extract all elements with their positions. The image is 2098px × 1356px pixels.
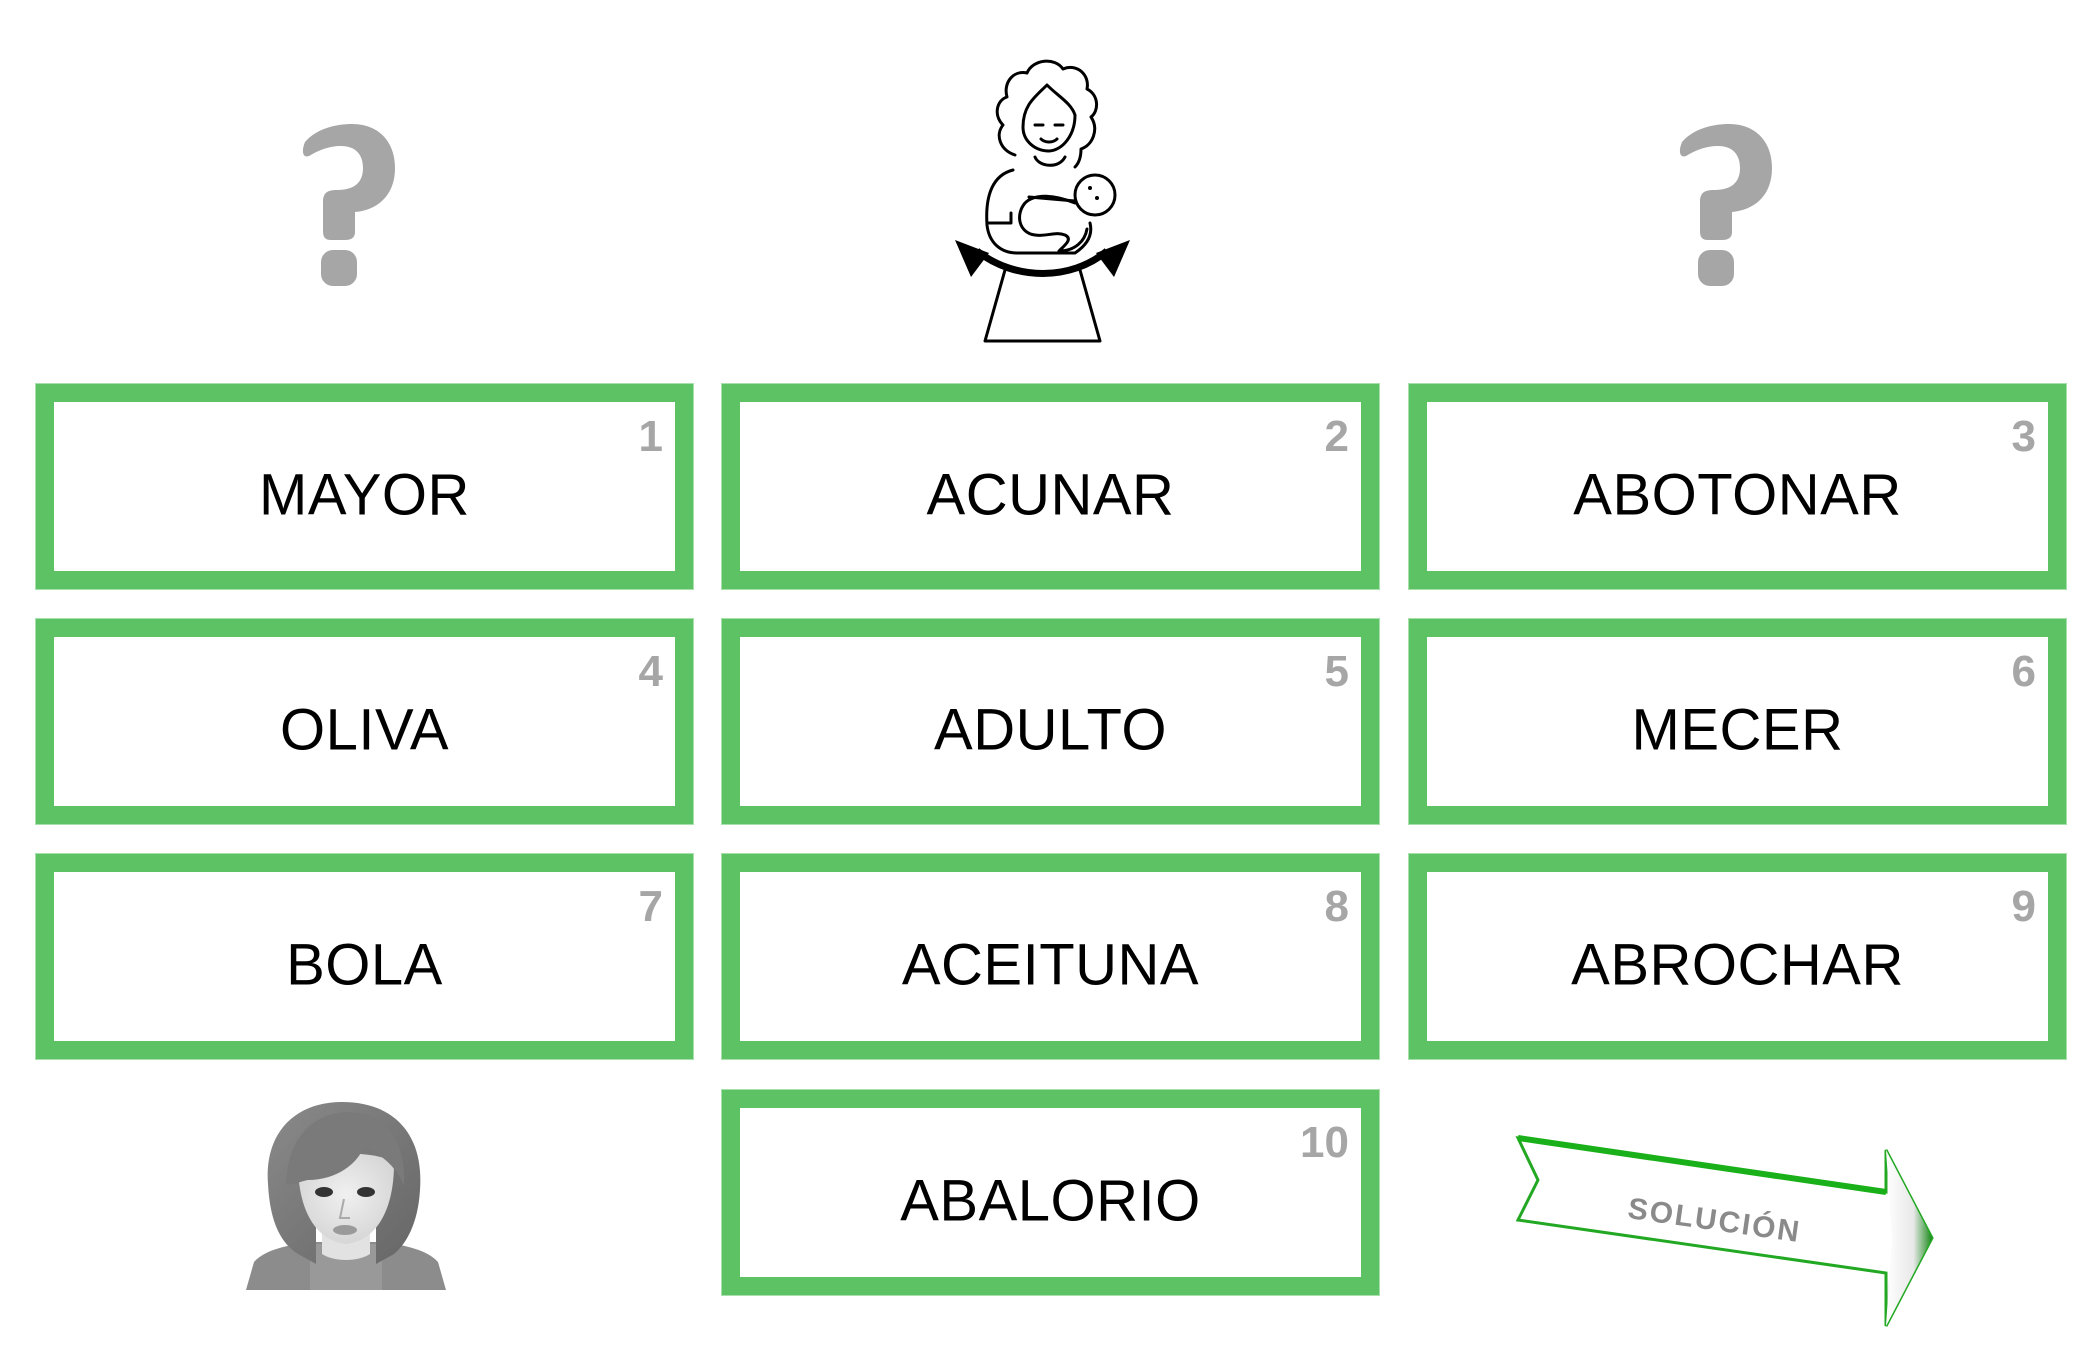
word-card-2[interactable]: 2 ACUNAR <box>722 384 1379 589</box>
arrow-right-icon <box>1515 1135 1934 1327</box>
card-number: 10 <box>1300 1118 1349 1167</box>
card-number: 3 <box>2011 412 2036 461</box>
card-number: 2 <box>1324 412 1349 461</box>
card-word: OLIVA <box>279 697 450 763</box>
word-card-5[interactable]: 5 ADULTO <box>722 619 1379 824</box>
card-word: ACEITUNA <box>901 932 1200 998</box>
card-number: 1 <box>638 412 663 461</box>
solution-button[interactable]: SOLUCIÓN <box>1500 1130 1980 1330</box>
word-card-1[interactable]: 1 MAYOR <box>36 384 693 589</box>
card-number: 5 <box>1324 647 1349 696</box>
card-number: 7 <box>638 882 663 931</box>
mother-rocking-baby-icon <box>955 59 1130 343</box>
card-number: 8 <box>1324 882 1349 931</box>
word-card-7[interactable]: 7 BOLA <box>36 854 693 1059</box>
card-word: MAYOR <box>259 462 470 528</box>
card-number: 9 <box>2011 882 2036 931</box>
word-card-6[interactable]: 6 MECER <box>1409 619 2066 824</box>
card-word: ADULTO <box>934 697 1167 763</box>
word-card-3[interactable]: 3 ABOTONAR <box>1409 384 2066 589</box>
card-word: BOLA <box>286 932 443 998</box>
question-mark-icon-left <box>302 124 395 286</box>
card-word: ABROCHAR <box>1571 932 1904 998</box>
card-word: ABALORIO <box>900 1168 1201 1234</box>
card-number: 6 <box>2011 647 2036 696</box>
card-word: MECER <box>1631 697 1844 763</box>
question-mark-icon-right <box>1679 124 1772 286</box>
woman-avatar-icon <box>246 1102 446 1290</box>
card-word: ACUNAR <box>926 462 1175 528</box>
card-number: 4 <box>638 647 663 696</box>
word-card-9[interactable]: 9 ABROCHAR <box>1409 854 2066 1059</box>
card-word: ABOTONAR <box>1573 462 1902 528</box>
word-card-8[interactable]: 8 ACEITUNA <box>722 854 1379 1059</box>
word-card-10[interactable]: 10 ABALORIO <box>722 1090 1379 1295</box>
word-card-4[interactable]: 4 OLIVA <box>36 619 693 824</box>
